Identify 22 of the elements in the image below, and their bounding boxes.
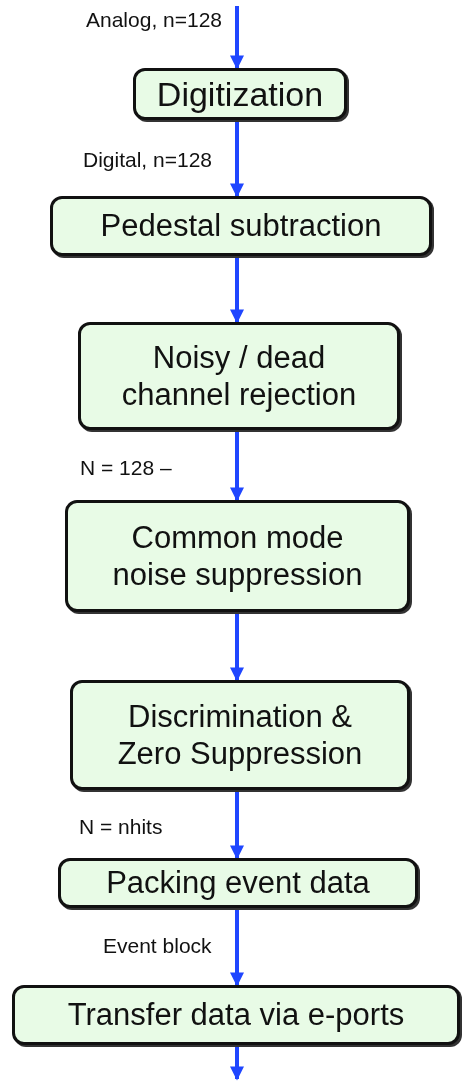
process-box <box>65 500 410 612</box>
arrow <box>230 1045 244 1081</box>
process-label: Discrimination & Zero Suppression <box>116 697 364 773</box>
process-label: Transfer data via e-ports <box>67 996 405 1034</box>
arrow <box>230 120 244 198</box>
arrow <box>230 908 244 987</box>
arrow <box>230 790 244 860</box>
process-label: Common mode noise suppression <box>111 518 364 594</box>
process-box <box>78 322 400 430</box>
arrow <box>230 6 244 70</box>
process-box <box>70 680 410 790</box>
process-label: Packing event data <box>106 864 370 902</box>
process-box <box>58 858 418 908</box>
arrow <box>230 430 244 502</box>
process-box <box>133 68 347 120</box>
process-box <box>50 196 432 256</box>
process-label: Digitization <box>156 73 324 115</box>
process-label: Pedestal subtraction <box>100 207 382 245</box>
arrow <box>230 256 244 324</box>
process-box <box>12 985 460 1045</box>
process-label: Noisy / dead channel rejection <box>120 338 358 414</box>
arrow <box>230 612 244 682</box>
